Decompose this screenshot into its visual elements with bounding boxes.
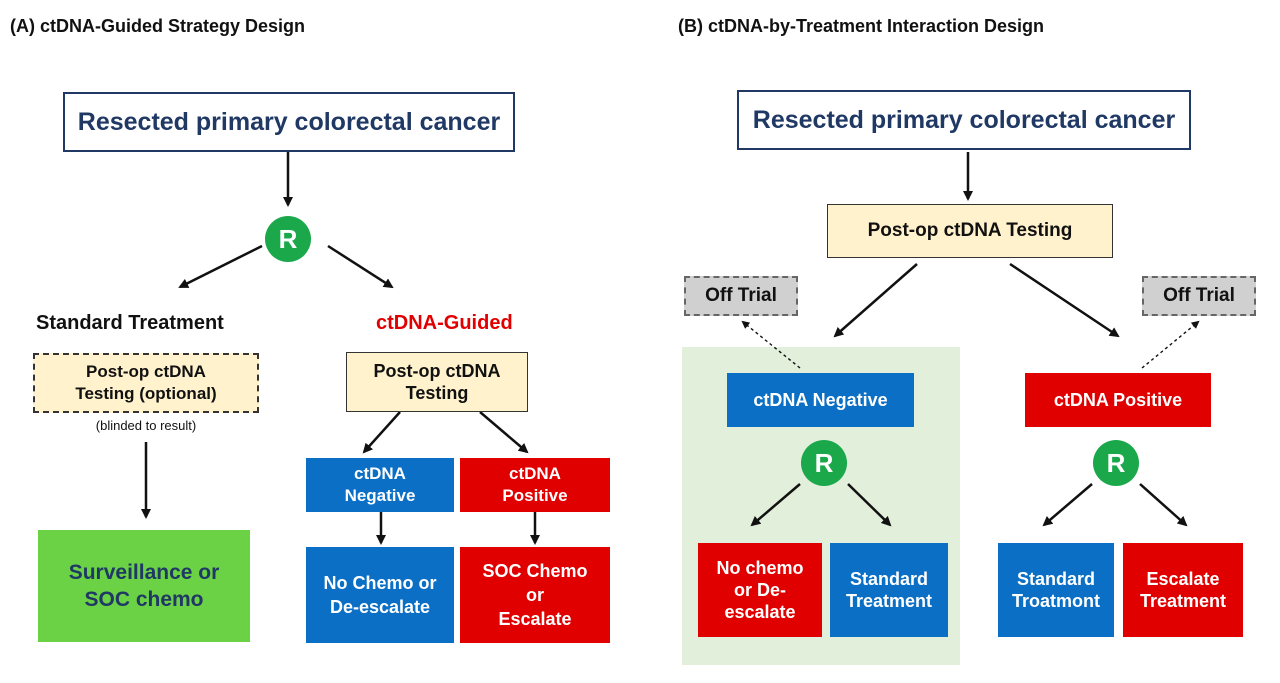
panel-a-positive-line1: ctDNA [509, 464, 561, 483]
panel-b-negative-box: ctDNA Negative [727, 373, 914, 427]
panel-a-resected-label: Resected primary colorectal cancer [77, 107, 501, 136]
panel-b-randomization-left: R [801, 440, 847, 486]
panel-b-standard-left-line2: Treatment [845, 591, 933, 611]
surveillance-box: Surveillance or SOC chemo [38, 530, 250, 642]
arrow-b-testing-to-positive [1009, 262, 1120, 338]
arrow-b-r-right-to-standard [1042, 483, 1093, 527]
blinded-note: (blinded to result) [95, 418, 197, 433]
panel-a-positive-line2: Positive [502, 486, 568, 505]
arrow-b-r-left-to-nochemo [750, 483, 801, 527]
panel-a-nochemo-box: No Chemo or De-escalate [306, 547, 454, 643]
arrow-b-r-left-to-standard [847, 483, 892, 527]
arrow-b-r-right-to-escalate [1139, 483, 1188, 527]
panel-b-negative-label: ctDNA Negative [753, 390, 888, 410]
arrow-b-positive-to-offtrial [1141, 320, 1200, 369]
optional-testing-box: Post-op ctDNA Testing (optional) [33, 353, 259, 413]
standard-treatment-label: Standard Treatment [36, 312, 224, 334]
panel-b-standard-right-line2: Troatmont [1012, 591, 1100, 611]
panel-a-socchemo-line3: Escalate [498, 609, 572, 629]
optional-testing-line2: Testing (optional) [75, 384, 217, 403]
panel-b-escalate-line1: Escalate [1146, 569, 1220, 589]
panel-b-title: (B) ctDNA-by-Treatment Interaction Desig… [678, 16, 1045, 36]
panel-b-nochemo-line2: or De- [733, 580, 786, 600]
panel-a-negative-line1: ctDNA [354, 464, 406, 483]
panel-a-testing-box: Post-op ctDNA Testing [346, 352, 528, 412]
panel-b-nochemo-line1: No chemo [716, 558, 804, 578]
arrow-b-negative-to-offtrial [741, 320, 801, 369]
panel-b-randomization-left-label: R [814, 447, 834, 478]
panel-b-standard-right-line1: Standard [1016, 569, 1095, 589]
panel-a-socchemo-line1: SOC Chemo [482, 561, 588, 581]
panel-b-randomization-right-label: R [1106, 447, 1126, 478]
arrow-a-testing-to-positive [479, 411, 529, 454]
panel-b-standard-left-line1: Standard [849, 569, 928, 589]
surveillance-line1: Surveillance or [68, 561, 220, 584]
panel-b-resected-label: Resected primary colorectal cancer [752, 105, 1176, 134]
panel-a-nochemo-line1: No Chemo or [323, 573, 437, 593]
panel-a-socchemo-box: SOC Chemo or Escalate [460, 547, 610, 643]
off-trial-left-box: Off Trial [684, 276, 798, 316]
panel-b-nochemo-box: No chemo or De- escalate [698, 543, 822, 637]
arrow-a-testing-to-negative [362, 411, 401, 454]
off-trial-right-box: Off Trial [1142, 276, 1256, 316]
panel-b-positive-label: ctDNA Positive [1053, 390, 1183, 410]
surveillance-line2: SOC chemo [84, 588, 204, 611]
panel-b-testing-label: Post-op ctDNA Testing [867, 220, 1073, 241]
off-trial-right-label: Off Trial [1163, 285, 1235, 306]
arrow-b-testing-to-negative [833, 263, 918, 338]
optional-testing-line1: Post-op ctDNA [86, 362, 206, 381]
panel-a-randomization-circle: R [265, 216, 311, 262]
panel-a-socchemo-line2: or [526, 585, 544, 605]
panel-b-nochemo-line3: escalate [724, 602, 796, 622]
arrow-a-r-to-guided [327, 244, 394, 289]
panel-a-negative-line2: Negative [344, 486, 416, 505]
ctdna-guided-label: ctDNA-Guided [376, 312, 513, 334]
panel-a-testing-line1: Post-op ctDNA [373, 361, 501, 381]
panel-b-testing-box: Post-op ctDNA Testing [827, 204, 1113, 258]
panel-a-positive-box: ctDNA Positive [460, 458, 610, 512]
panel-a-title: (A) ctDNA-Guided Strategy Design [10, 16, 306, 36]
panel-a-testing-line2: Testing [405, 383, 469, 403]
panel-a-randomization-label: R [278, 223, 298, 254]
arrow-a-r-to-standard [178, 244, 263, 289]
panel-a-nochemo-line2: De-escalate [329, 597, 431, 617]
panel-b-standard-right-box: Standard Troatmont [998, 543, 1114, 637]
panel-b-resected-box: Resected primary colorectal cancer [737, 90, 1191, 150]
panel-a-resected-box: Resected primary colorectal cancer [63, 92, 515, 152]
panel-b-escalate-line2: Treatment [1139, 591, 1227, 611]
panel-b-randomization-right: R [1093, 440, 1139, 486]
panel-a-negative-box: ctDNA Negative [306, 458, 454, 512]
panel-b-standard-left-box: Standard Treatment [830, 543, 948, 637]
panel-b-escalate-box: Escalate Treatment [1123, 543, 1243, 637]
panel-b-positive-box: ctDNA Positive [1025, 373, 1211, 427]
off-trial-left-label: Off Trial [705, 285, 777, 306]
